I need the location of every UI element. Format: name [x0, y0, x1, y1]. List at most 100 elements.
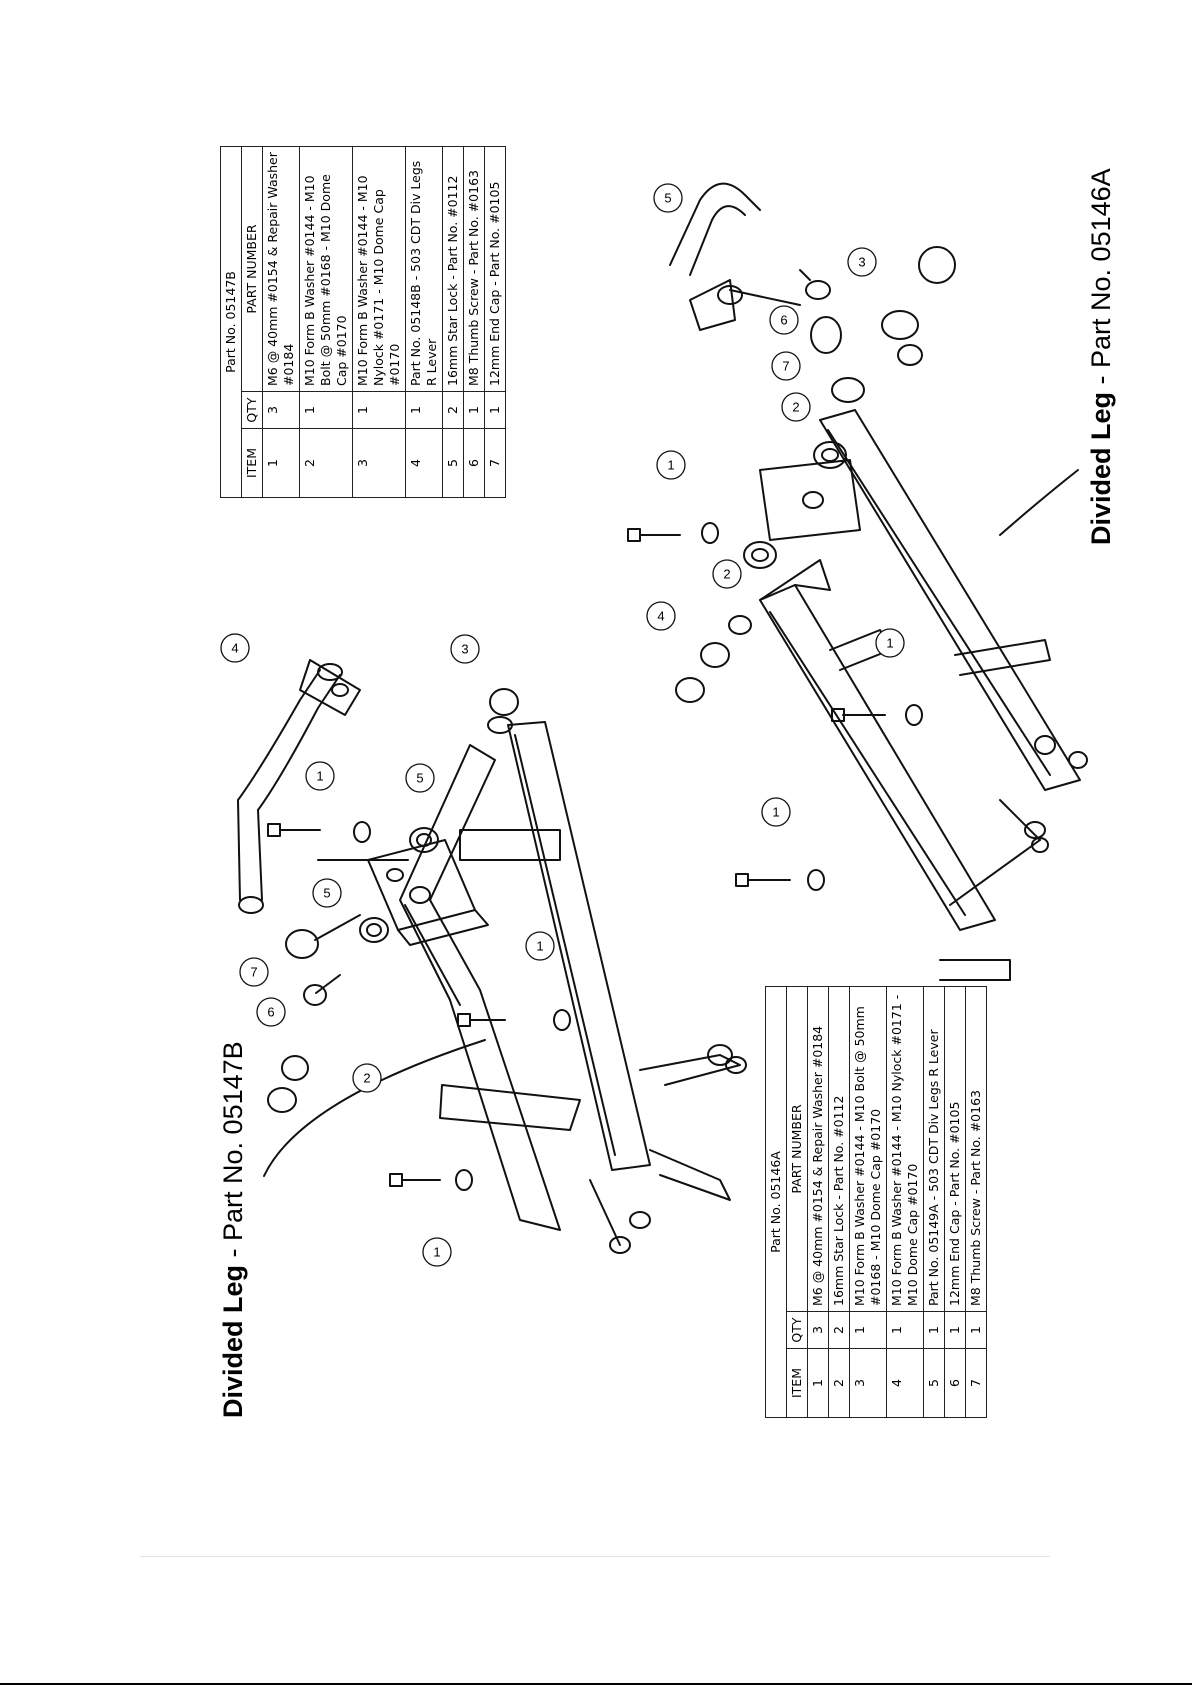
table-a-row4-part: M10 Form B Washer #0144 - M10 Nylock #01…	[886, 986, 924, 1312]
balloon-b-1c: 1	[525, 931, 555, 961]
table-a-row3-qty: 1	[849, 1311, 887, 1349]
balloon-a-5: 5	[653, 183, 683, 213]
table-a-row6-part: 12mm End Cap - Part No. #0105	[944, 986, 966, 1312]
table-a-row3-part: M10 Form B Washer #0144 - M10 Bolt @ 50m…	[849, 986, 887, 1312]
svg-text:5: 5	[416, 771, 423, 786]
page-bottom-rule	[0, 1683, 1192, 1685]
table-a-row1-item: 1	[807, 1348, 829, 1418]
balloon-a-1c: 1	[875, 628, 905, 658]
svg-text:1: 1	[433, 1245, 440, 1260]
table-a-row5-qty: 1	[923, 1311, 945, 1349]
assembly-05146a-drawing	[627, 182, 1088, 981]
balloon-b-6: 6	[256, 997, 286, 1027]
table-a-caption: Part No. 05146A	[765, 986, 787, 1418]
table-a-row4-item: 4	[886, 1348, 924, 1418]
table-b-row4-part: Part No. 05148B - 503 CDT Div Legs R Lev…	[405, 146, 443, 392]
table-a-row2-part: 16mm Star Lock - Part No. #0112	[828, 986, 850, 1312]
balloon-a-1a: 1	[656, 450, 686, 480]
table-b-row6-item: 6	[463, 428, 485, 498]
balloon-a-4: 4	[646, 601, 676, 631]
svg-text:1: 1	[536, 939, 543, 954]
table-b-row4-qty: 1	[405, 391, 443, 429]
svg-text:1: 1	[667, 458, 674, 473]
table-b-row1-qty: 3	[262, 391, 300, 429]
table-b-row6-part: M8 Thumb Screw - Part No. #0163	[463, 146, 485, 392]
table-b-row3-qty: 1	[352, 391, 406, 429]
svg-text:5: 5	[664, 191, 671, 206]
table-a-row1-part: M6 @ 40mm #0154 & Repair Washer #0184	[807, 986, 829, 1312]
title-05147b-part: - Part No. 05147B	[218, 1041, 248, 1265]
table-a-row3-item: 3	[849, 1348, 887, 1418]
table-a-row7-item: 7	[965, 1348, 987, 1418]
svg-text:7: 7	[782, 359, 789, 374]
balloon-b-7: 7	[239, 957, 269, 987]
table-a-row6-qty: 1	[944, 1311, 966, 1349]
svg-text:5: 5	[323, 886, 330, 901]
table-b-row7-part: 12mm End Cap - Part No. #0105	[484, 146, 506, 392]
title-05147b: Divided Leg - Part No. 05147B	[218, 1041, 249, 1418]
balloon-a-7: 7	[771, 351, 801, 381]
svg-text:3: 3	[461, 642, 468, 657]
balloon-a-2b: 2	[781, 392, 811, 422]
svg-text:3: 3	[858, 255, 865, 270]
table-b-row2-item: 2	[299, 428, 353, 498]
title-05147b-bold: Divided Leg	[218, 1264, 248, 1418]
balloon-b-2: 2	[352, 1063, 382, 1093]
table-b-row5-item: 5	[442, 428, 464, 498]
table-b-row5-part: 16mm Star Lock - Part No. #0112	[442, 146, 464, 392]
title-05146a: Divided Leg - Part No. 05146A	[1086, 168, 1117, 545]
svg-text:4: 4	[657, 609, 664, 624]
svg-text:4: 4	[231, 641, 238, 656]
svg-text:2: 2	[363, 1071, 370, 1086]
balloon-a-6: 6	[769, 305, 799, 335]
balloon-b-4: 4	[220, 633, 250, 663]
svg-text:7: 7	[250, 965, 257, 980]
table-b-row3-item: 3	[352, 428, 406, 498]
table-a-row4-qty: 1	[886, 1311, 924, 1349]
table-b-row7-qty: 1	[484, 391, 506, 429]
title-05146a-bold: Divided Leg	[1086, 391, 1116, 545]
svg-text:1: 1	[316, 769, 323, 784]
table-b-row1-item: 1	[262, 428, 300, 498]
table-a-header-item: ITEM	[786, 1348, 808, 1418]
svg-text:2: 2	[792, 400, 799, 415]
table-a-header-qty: QTY	[786, 1311, 808, 1349]
svg-text:1: 1	[772, 805, 779, 820]
balloon-a-3: 3	[847, 247, 877, 277]
balloon-b-5b: 5	[312, 878, 342, 908]
table-a-row2-qty: 2	[828, 1311, 850, 1349]
balloons-05146a: 1 1 1 2 2 3 4 5 6 7	[646, 183, 905, 827]
balloon-a-1b: 1	[761, 797, 791, 827]
svg-text:6: 6	[267, 1005, 274, 1020]
table-b-row1-part: M6 @ 40mm #0154 & Repair Washer #0184	[262, 146, 300, 392]
title-05146a-part: - Part No. 05146A	[1086, 168, 1116, 392]
table-a-row1-qty: 3	[807, 1311, 829, 1349]
table-a-header-part: PART NUMBER	[786, 986, 808, 1312]
table-b-row2-qty: 1	[299, 391, 353, 429]
balloons-05147b: 1 1 1 2 3 4 5 5 6 7	[220, 633, 555, 1267]
table-a-row5-part: Part No. 05149A - 503 CDT Div Legs R Lev…	[923, 986, 945, 1312]
svg-text:6: 6	[780, 313, 787, 328]
table-a-row7-part: M8 Thumb Screw - Part No. #0163	[965, 986, 987, 1312]
balloon-b-1b: 1	[305, 761, 335, 791]
svg-text:2: 2	[723, 567, 730, 582]
table-b-row3-part: M10 Form B Washer #0144 - M10 Nylock #01…	[352, 146, 406, 392]
balloon-a-2a: 2	[712, 559, 742, 589]
table-a-row5-item: 5	[923, 1348, 945, 1418]
